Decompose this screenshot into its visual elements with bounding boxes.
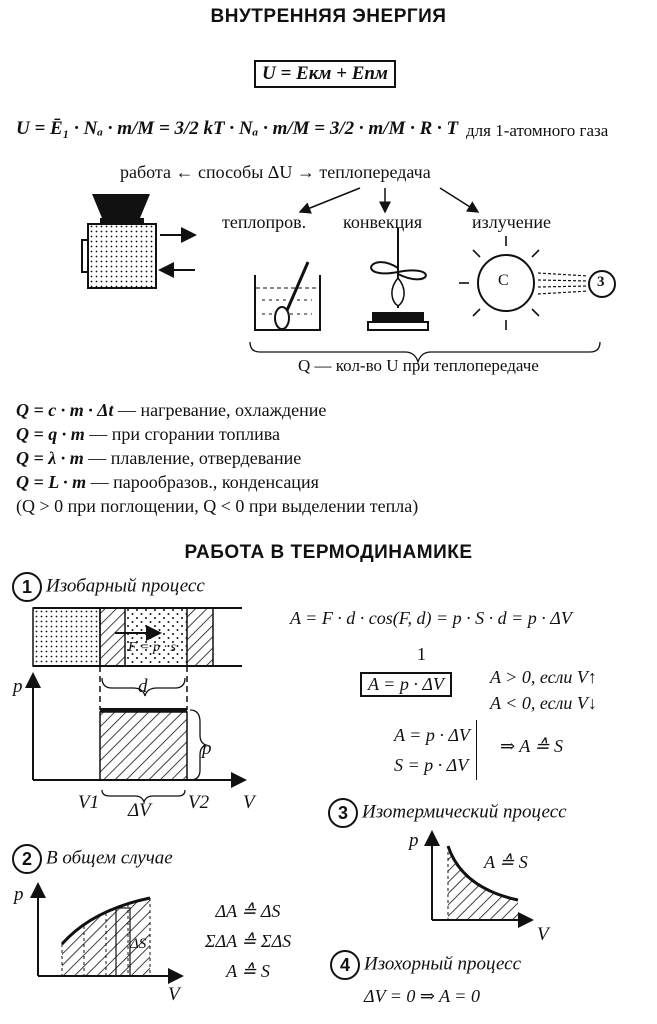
general-formula: ΔA ≙ ΔS (215, 901, 281, 921)
heat-formula-row: Q = L · m — парообразов., конденсация (16, 472, 319, 492)
pressure-brace-label: p (202, 738, 212, 759)
system-line-1: A = p · ΔV (394, 725, 470, 745)
system-result: ⇒ A ≙ S (500, 736, 564, 756)
work-sign-list: A > 0, если V↑ A < 0, если V↓ (490, 664, 597, 716)
cos-equals-one: 1 (417, 644, 426, 664)
piston-force-label: F = p · s (128, 640, 176, 655)
monatomic-note: для 1-атомного газа (466, 121, 609, 140)
general-formula: A ≙ S (226, 961, 270, 981)
ray-number: 3 (597, 274, 605, 290)
convection-label: конвекция (343, 212, 423, 232)
v1-label: V1 (78, 792, 100, 813)
displacement-label: d (138, 676, 148, 697)
delta-v-label: ΔV (128, 800, 151, 821)
general-v-label: V (168, 984, 180, 1005)
isochoric-formula: ΔV = 0 ⇒ A = 0 (364, 986, 480, 1006)
process-3-name: Изотермический процесс (362, 801, 567, 823)
general-case-graph (30, 882, 184, 984)
isobaric-diagram (25, 607, 247, 805)
conduction-beaker-icon (254, 261, 321, 331)
title-internal-energy: ВНУТРЕННЯЯ ЭНЕРГИЯ (210, 6, 447, 27)
boxed-work-formula: A = p · ΔV (360, 672, 452, 697)
v-axis-label: V (243, 792, 255, 813)
process-2-name: В общем случае (46, 847, 173, 869)
title-work: РАБОТА В ТЕРМОДИНАМИКЕ (184, 542, 473, 563)
isothermal-formula: A ≙ S (484, 852, 528, 872)
work-negative: A < 0, если V↓ (490, 693, 597, 713)
process-3-number: 3 (328, 798, 358, 828)
process-4-number: 4 (330, 950, 360, 980)
isothermal-v-label: V (537, 924, 549, 945)
v2-label: V2 (188, 792, 210, 813)
general-formula: ΣΔA ≙ ΣΔS (204, 931, 292, 951)
process-2-number: 2 (12, 844, 42, 874)
ways-methods: способы ΔU (198, 162, 293, 182)
ways-line: работа ← способы ΔU → теплопередача (120, 162, 431, 183)
system-line-2: S = p · ΔV (394, 755, 469, 775)
process-1-number: 1 (12, 572, 42, 602)
process-4-name: Изохорный процесс (364, 953, 522, 975)
ways-work: работа ← (120, 162, 194, 182)
sign-note: (Q > 0 при поглощении, Q < 0 при выделен… (16, 496, 419, 516)
isothermal-graph (424, 830, 534, 928)
heat-formula-row: Q = q · m — при сгорании топлива (16, 424, 280, 444)
heat-transfer-diagram (81, 187, 616, 365)
work-compression-icon (81, 194, 197, 289)
heat-formula-row: Q = λ · m — плавление, отвердевание (16, 448, 302, 468)
radiation-sun-icon (459, 236, 616, 330)
work-formula: A = F · d · cos(F, d) = p · S · d = p · … (290, 608, 572, 628)
p-axis-label: p (13, 676, 23, 697)
convection-burner-icon (367, 228, 429, 331)
ways-heat-transfer: → теплопередача (296, 162, 431, 182)
work-positive: A > 0, если V↑ (490, 667, 597, 687)
conduction-label: теплопров. (222, 212, 307, 232)
boxed-energy-formula: U = Eкм + Eпм (254, 60, 396, 88)
process-1-name: Изобарный процесс (46, 575, 205, 597)
work-area-system: A = p · ΔV S = p · ΔV (394, 720, 477, 780)
general-formula-list: ΔA ≙ ΔS ΣΔA ≙ ΣΔS A ≙ S (188, 896, 308, 986)
isothermal-p-label: p (409, 830, 419, 851)
heat-formula-list: Q = c · m · Δt — нагревание, охлаждение … (16, 398, 418, 518)
heat-formula-row: Q = c · m · Δt — нагревание, охлаждение (16, 400, 327, 420)
sun-label: C (498, 272, 509, 289)
radiation-label: излучение (472, 212, 552, 232)
delta-s-label: ΔS (130, 936, 147, 952)
general-p-label: p (14, 884, 24, 905)
main-energy-formula: U = Ē₁ · Nₐ · m/M = 3/2 kT · Nₐ · m/M = … (16, 118, 459, 139)
q-caption: Q — кол-во U при теплопередаче (298, 356, 539, 375)
